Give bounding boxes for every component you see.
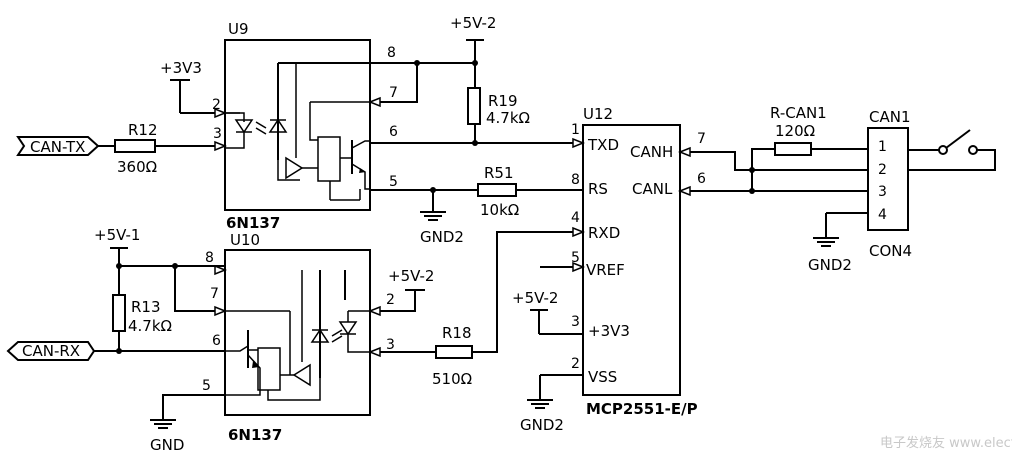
u12-can-transceiver: U12 MCP2551-E/P TXD RS RXD VREF +3V3 VSS…: [571, 105, 706, 418]
u10-part: 6N137: [228, 426, 282, 444]
u12-pinnum-3: 3: [571, 314, 580, 330]
can1-pin-4: 4: [878, 207, 887, 223]
u12-part: MCP2551-E/P: [586, 400, 698, 418]
net-gnd2-u9-label: GND2: [420, 228, 464, 246]
u12-ref: U12: [583, 105, 613, 123]
r13-ref: R13: [131, 298, 161, 316]
net-5v2-u10-label: +5V-2: [388, 267, 434, 285]
u12-pinnum-5: 5: [571, 250, 580, 266]
u12-pin-rxd: RXD: [588, 224, 620, 242]
u9-optocoupler: U9 6N137 8 2 7 3 6 5: [212, 20, 398, 232]
u12-pinnum-7: 7: [697, 131, 706, 147]
u9-pin-3: 3: [213, 126, 222, 142]
u10-pin-8: 8: [205, 250, 214, 266]
u10-pin-7: 7: [210, 286, 219, 302]
u10-pin-6: 6: [212, 333, 221, 349]
switch-lever: [945, 129, 971, 149]
u12-pin-vref: VREF: [586, 261, 625, 279]
u12-pin-canl: CANL: [632, 180, 673, 198]
resistor-r19: R19 4.7kΩ: [467, 87, 530, 127]
rcan1-value: 120Ω: [775, 122, 815, 140]
resistor-r51: R51 10kΩ: [477, 164, 519, 219]
u9-pin-2: 2: [212, 97, 221, 113]
ground-gnd2-u12: GND2: [520, 375, 564, 434]
u12-pin-canh: CANH: [630, 143, 673, 161]
resistor-rcan1: R-CAN1 120Ω: [770, 104, 827, 156]
net-gnd2-can-label: GND2: [808, 256, 852, 274]
net-5v1-label: +5V-1: [94, 226, 140, 244]
u10-pin-2: 2: [386, 292, 395, 308]
switch-contact-b: [968, 145, 978, 155]
net-gnd-label: GND: [150, 436, 184, 454]
u12-pin-txd: TXD: [587, 136, 619, 154]
can-rx-label: CAN-RX: [22, 342, 80, 360]
wires: [94, 60, 868, 400]
can1-pin-1: 1: [878, 139, 887, 155]
can1-connector: CAN1 CON4 1 2 3 4: [867, 108, 996, 260]
r12-ref: R12: [128, 121, 158, 139]
power-3v3: +3V3: [160, 59, 202, 113]
can1-pin-2: 2: [878, 162, 887, 178]
net-gnd2-u12-label: GND2: [520, 416, 564, 434]
net-5v2-top-label: +5V-2: [450, 14, 496, 32]
u10-pin-3: 3: [386, 337, 395, 353]
power-5v2-u12: +5V-2: [512, 289, 558, 334]
port-can-tx: CAN-TX: [16, 136, 100, 156]
u12-pinnum-8: 8: [571, 172, 580, 188]
resistor-r12: R12 360Ω: [114, 121, 158, 176]
r18-ref: R18: [442, 324, 472, 342]
u12-pinnum-1: 1: [571, 122, 580, 138]
r13-value: 4.7kΩ: [128, 317, 172, 335]
ground-gnd: GND: [150, 400, 184, 454]
u9-pin-6: 6: [389, 124, 398, 140]
r12-value: 360Ω: [117, 158, 157, 176]
u9-part: 6N137: [226, 214, 280, 232]
power-5v1: +5V-1: [94, 226, 140, 295]
port-can-rx: CAN-RX: [6, 341, 96, 361]
u12-pin-rs: RS: [588, 180, 608, 198]
resistor-r13: R13 4.7kΩ: [112, 294, 172, 335]
u12-pin-vss: VSS: [588, 368, 617, 386]
u9-ref: U9: [228, 20, 249, 38]
can-tx-label: CAN-TX: [30, 138, 85, 156]
power-5v2-u10: +5V-2: [388, 267, 434, 291]
u12-pinnum-2: 2: [571, 356, 580, 372]
u12-pin-3v3: +3V3: [588, 322, 630, 340]
r18-value: 510Ω: [432, 370, 472, 388]
r51-value: 10kΩ: [480, 201, 519, 219]
u12-pinnum-4: 4: [571, 210, 580, 226]
u9-pin-8: 8: [387, 45, 396, 61]
r51-ref: R51: [484, 164, 514, 182]
ground-gnd2-u9: GND2: [420, 190, 464, 246]
resistor-r18: R18 510Ω: [432, 324, 473, 388]
u10-pin-5: 5: [202, 378, 211, 394]
can1-ref: CAN1: [869, 108, 911, 126]
power-5v2-top: +5V-2: [450, 14, 496, 88]
u12-pinnum-6: 6: [697, 171, 706, 187]
r19-ref: R19: [488, 92, 518, 110]
net-5v2-u12-label: +5V-2: [512, 289, 558, 307]
u9-pin-5: 5: [389, 174, 398, 190]
switch-contact-a: [938, 145, 948, 155]
net-3v3-label: +3V3: [160, 59, 202, 77]
watermark: 电子发烧友 www.elecfans.com: [880, 435, 1012, 451]
u9-pin-7: 7: [389, 85, 398, 101]
rcan1-ref: R-CAN1: [770, 104, 827, 122]
u10-optocoupler: U10 6N137 8 7 6 5 2 3: [202, 231, 395, 444]
ground-gnd2-can: GND2: [808, 213, 852, 274]
can1-part: CON4: [869, 242, 912, 260]
u10-ref: U10: [230, 231, 260, 249]
can1-pin-3: 3: [878, 184, 887, 200]
r19-value: 4.7kΩ: [486, 109, 530, 127]
